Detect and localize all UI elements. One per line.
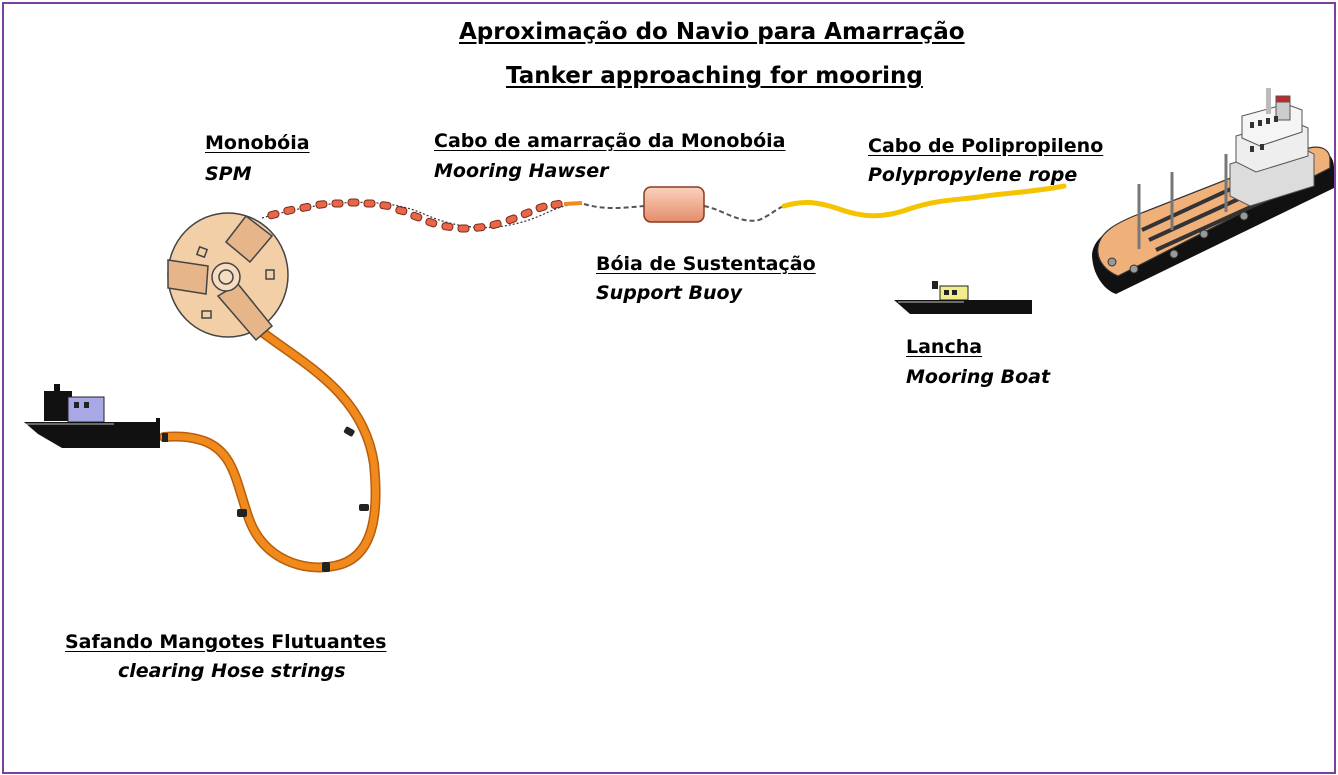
rope-label-en: Polypropylene rope — [868, 164, 1078, 186]
spm-label-pt: Monobóia — [205, 132, 310, 154]
title-en: Tanker approaching for mooring — [506, 63, 923, 89]
tanker-ship-icon — [1092, 88, 1334, 294]
hose-string — [159, 327, 381, 573]
buoy-label-en: Support Buoy — [596, 282, 742, 304]
mooring-boat-icon — [894, 281, 1032, 314]
polypropylene-rope — [781, 183, 1067, 219]
tug-boat-icon — [24, 384, 160, 448]
spm-label-en: SPM — [205, 163, 252, 185]
hawser-label-pt: Cabo de amarração da Monobóia — [434, 130, 786, 152]
mooring-hawser — [261, 198, 785, 233]
title-pt: Aproximação do Navio para Amarração — [459, 19, 965, 45]
hose-label-en: clearing Hose strings — [118, 660, 346, 682]
rope-label-pt: Cabo de Polipropileno — [868, 135, 1104, 157]
boat-label-pt: Lancha — [906, 336, 983, 358]
hose-label-pt: Safando Mangotes Flutuantes — [65, 631, 387, 653]
buoy-label-pt: Bóia de Sustentação — [596, 253, 816, 275]
support-buoy-icon — [643, 186, 705, 223]
hawser-label-en: Mooring Hawser — [434, 160, 609, 182]
diagram-artwork — [24, 88, 1334, 573]
hose-joints — [162, 426, 369, 572]
spm-buoy-icon — [167, 212, 289, 342]
boat-label-en: Mooring Boat — [906, 366, 1051, 388]
